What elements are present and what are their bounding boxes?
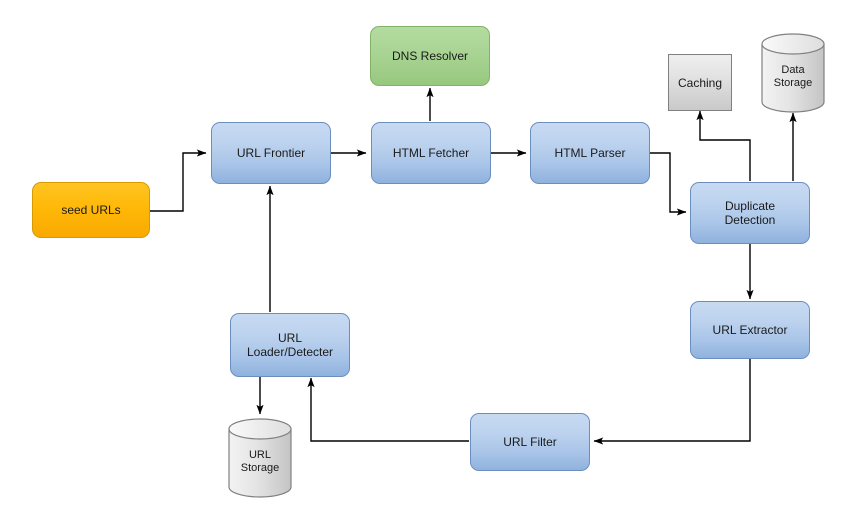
node-duplicate-detection-label: Duplicate Detection bbox=[724, 199, 776, 227]
node-url-loader-detecter-label: URL Loader/Detecter bbox=[246, 331, 334, 359]
node-url-frontier-label: URL Frontier bbox=[236, 146, 306, 160]
node-seed-urls-label: seed URLs bbox=[61, 203, 121, 217]
node-seed-urls[interactable]: seed URLs bbox=[32, 182, 150, 238]
node-html-parser[interactable]: HTML Parser bbox=[530, 122, 650, 184]
node-url-extractor[interactable]: URL Extractor bbox=[690, 301, 810, 359]
node-url-extractor-label: URL Extractor bbox=[712, 323, 788, 337]
node-dns-resolver[interactable]: DNS Resolver bbox=[370, 26, 490, 86]
node-duplicate-detection[interactable]: Duplicate Detection bbox=[690, 182, 810, 244]
edge-url-filter-to-url-loader-detecter bbox=[307, 377, 469, 442]
node-caching-label: Caching bbox=[677, 75, 723, 90]
node-dns-resolver-label: DNS Resolver bbox=[391, 49, 469, 63]
node-html-fetcher-label: HTML Fetcher bbox=[392, 146, 470, 160]
edge-html-parser-to-duplicate-detection bbox=[650, 152, 687, 216]
edge-url-extractor-to-url-filter bbox=[593, 359, 751, 445]
edge-seed-urls-to-url-frontier bbox=[150, 149, 207, 212]
node-url-storage[interactable]: URL Storage bbox=[228, 418, 292, 498]
node-data-storage[interactable]: Data Storage bbox=[761, 33, 825, 113]
edge-duplicate-detection-to-caching bbox=[696, 110, 751, 181]
node-html-fetcher[interactable]: HTML Fetcher bbox=[371, 122, 491, 184]
node-url-loader-detecter[interactable]: URL Loader/Detecter bbox=[230, 313, 350, 377]
node-url-filter[interactable]: URL Filter bbox=[470, 413, 590, 471]
node-url-frontier[interactable]: URL Frontier bbox=[211, 122, 331, 184]
node-html-parser-label: HTML Parser bbox=[554, 146, 626, 160]
node-url-filter-label: URL Filter bbox=[503, 435, 557, 449]
node-caching[interactable]: Caching bbox=[668, 54, 732, 111]
